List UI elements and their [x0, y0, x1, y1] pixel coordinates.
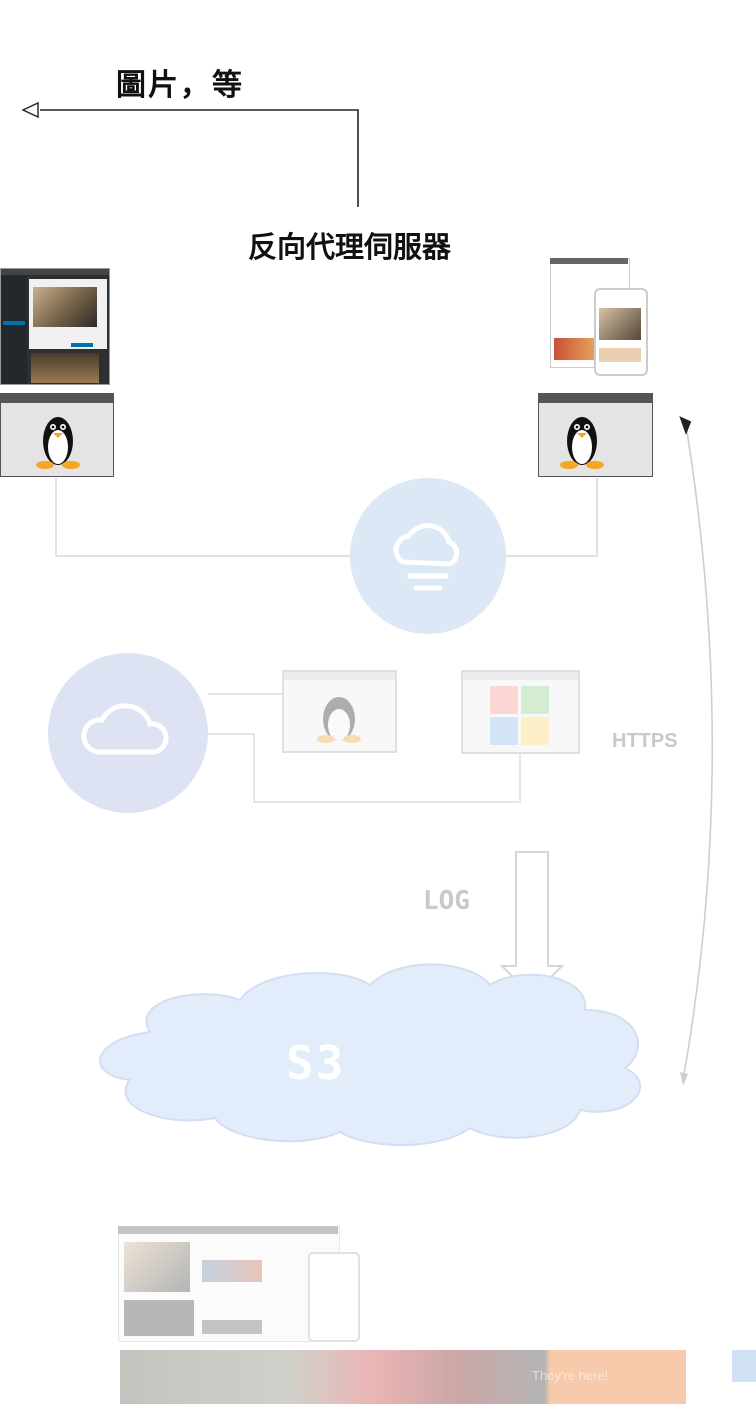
linux-penguin-icon: [317, 697, 361, 743]
cloud-icon: [81, 703, 169, 755]
linux-penguin-icon: [560, 417, 604, 469]
server-cloud-connector-right: [506, 478, 598, 557]
images-arrow-head: [21, 101, 39, 119]
s3-label: S3: [286, 1036, 346, 1090]
windows-icon: [490, 686, 549, 745]
responsive-thumbnail: [550, 258, 648, 376]
images-label: 圖片，等: [116, 68, 244, 103]
https-arrow: [682, 424, 714, 1081]
lower-connector: [208, 733, 521, 803]
linux-server-window-left: [0, 393, 114, 477]
cloud-circle-upper: [350, 478, 506, 634]
linux-server-window-right: [538, 393, 653, 477]
https-label: HTTPS: [612, 730, 678, 752]
windows-window-faded: [461, 670, 580, 754]
arrow-icon: [679, 416, 692, 435]
banner-text: They're here!: [532, 1368, 609, 1383]
website-banner: [120, 1350, 686, 1404]
page-edge-accent: [732, 1350, 756, 1382]
log-label: LOG: [423, 886, 470, 916]
linux-penguin-icon: [36, 417, 80, 469]
dashboard-thumbnail: [0, 268, 110, 385]
server-cloud-connector: [55, 478, 352, 557]
arrow-icon: [680, 1072, 688, 1086]
s3-cloud: [99, 963, 641, 1146]
cloud-circle-lower: [48, 653, 208, 813]
linux-window-faded: [282, 670, 397, 753]
images-arrow: [40, 109, 359, 207]
website-screenshots: [118, 1226, 360, 1344]
cloud-icon: [393, 523, 460, 591]
reverse-proxy-label: 反向代理伺服器: [248, 230, 452, 264]
